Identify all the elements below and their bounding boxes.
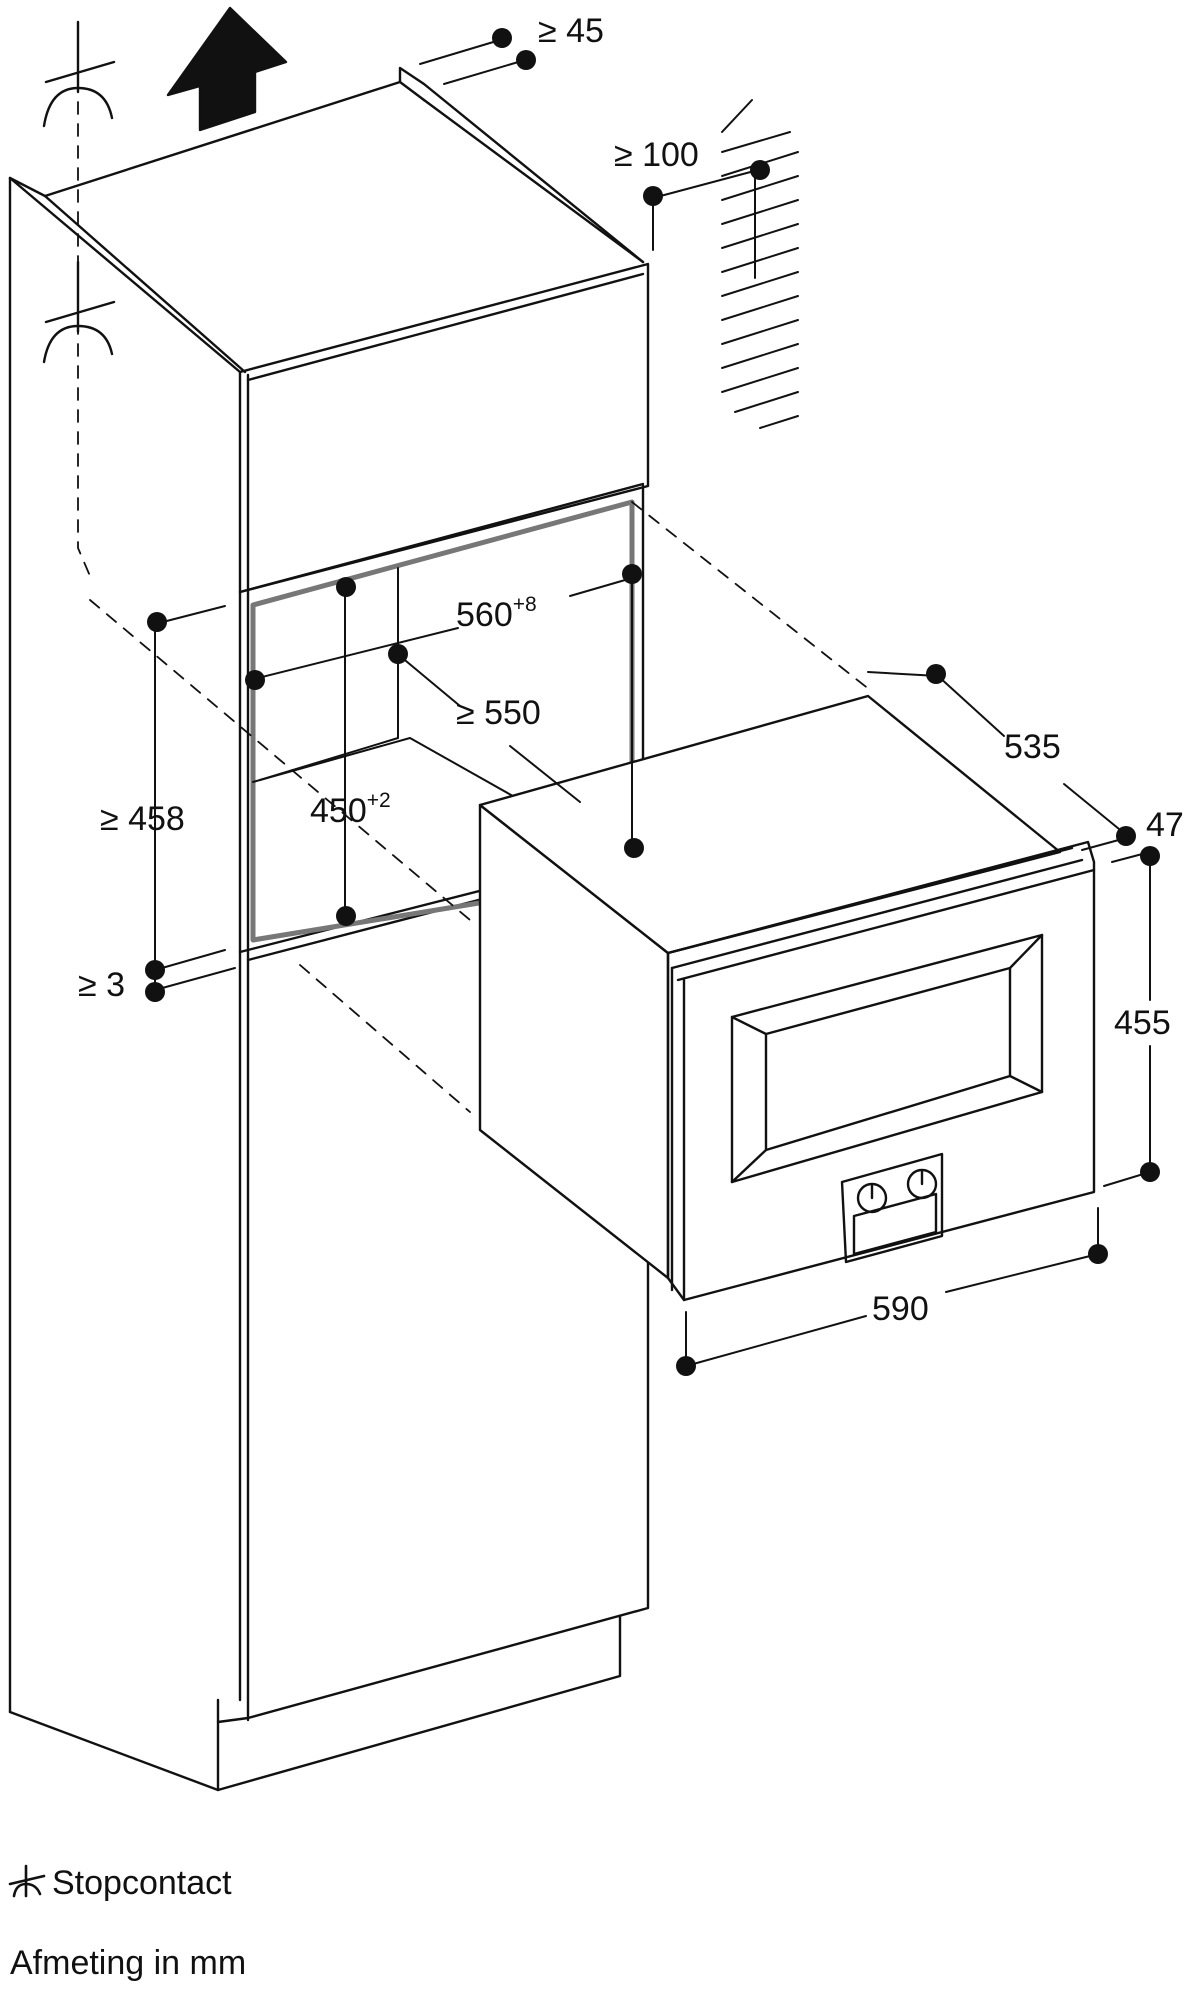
- niche-width-tolerance: +8: [512, 593, 537, 616]
- appliance-depth-label: 535: [1004, 728, 1061, 766]
- projection-lines: [77, 101, 871, 1113]
- appliance-width-label: 590: [872, 1290, 929, 1328]
- niche-depth-label: ≥ 550: [456, 694, 541, 732]
- socket-icon: [8, 1864, 46, 1898]
- bottom-gap-label: ≥ 3: [78, 966, 126, 1004]
- niche-height-value: 450: [310, 792, 367, 830]
- front-depth-label: 47: [1146, 806, 1184, 844]
- niche-height-label: 450+2: [310, 790, 391, 828]
- niche-height-tolerance: +2: [366, 789, 391, 812]
- min-height-label: ≥ 458: [100, 800, 185, 838]
- niche-width-value: 560: [456, 596, 513, 634]
- niche-width-label: 560+8: [456, 594, 537, 632]
- socket-icon: [42, 20, 116, 364]
- units-note: Afmeting in mm: [10, 1944, 247, 1982]
- top-gap-label: ≥ 45: [538, 12, 604, 50]
- dimension-lines: [154, 39, 1151, 1367]
- oven-appliance: [478, 694, 1096, 1302]
- dimension-dots: [145, 28, 1160, 1376]
- up-arrow-icon: [166, 6, 288, 132]
- appliance-height-label: 455: [1114, 1004, 1171, 1042]
- wall-gap-label: ≥ 100: [614, 136, 699, 174]
- wall-hatch: [721, 99, 799, 429]
- socket-legend-label: Stopcontact: [52, 1864, 232, 1902]
